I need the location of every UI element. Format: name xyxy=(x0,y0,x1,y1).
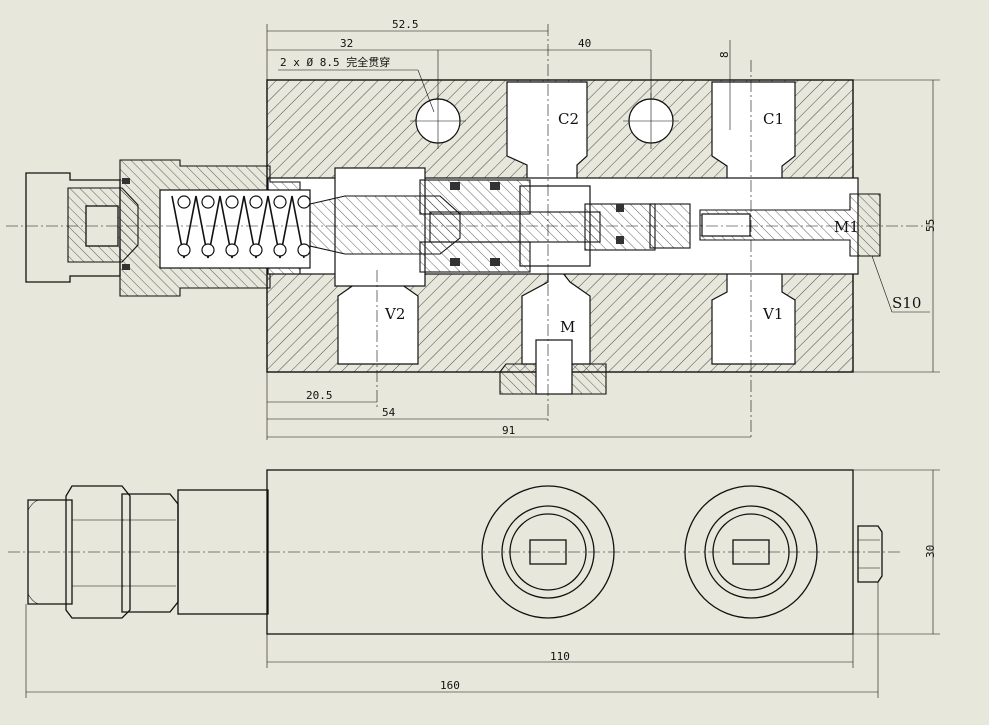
dim-52-5: 52.5 xyxy=(392,18,419,31)
dim-8: 8 xyxy=(718,51,731,58)
check-poppet xyxy=(419,179,531,215)
port-label-c1: C1 xyxy=(763,110,784,128)
port-label-v2: V2 xyxy=(384,305,405,323)
section-view: C2 C1 V2 V1 M M1 52.5 32 40 8 2 x Ø 8.5 … xyxy=(6,18,940,440)
dim-55: 55 xyxy=(924,219,937,232)
plug-m1 xyxy=(699,193,881,257)
dim-32: 32 xyxy=(340,37,353,50)
spring xyxy=(171,195,311,259)
callout-s10: S10 xyxy=(892,294,921,312)
port-label-v1: V1 xyxy=(762,305,783,323)
through-hole-note: 2 x Ø 8.5 完全贯穿 xyxy=(280,55,390,69)
dim-30: 30 xyxy=(924,545,937,558)
plan-view: 30 110 160 xyxy=(8,469,940,698)
dim-20-5: 20.5 xyxy=(306,389,333,402)
cartridge-cap-plan xyxy=(27,499,73,605)
hex-nut-left xyxy=(65,485,131,619)
port-label-m1: M1 xyxy=(834,218,859,236)
dim-160: 160 xyxy=(440,679,460,692)
dim-110: 110 xyxy=(550,650,570,663)
dim-40: 40 xyxy=(578,37,591,50)
dim-91: 91 xyxy=(502,424,515,437)
dim-54: 54 xyxy=(382,406,396,419)
port-label-m: M xyxy=(560,318,575,336)
port-v2-bore xyxy=(337,281,419,365)
plug-hex-plan xyxy=(857,525,883,583)
port-label-c2: C2 xyxy=(558,110,579,128)
